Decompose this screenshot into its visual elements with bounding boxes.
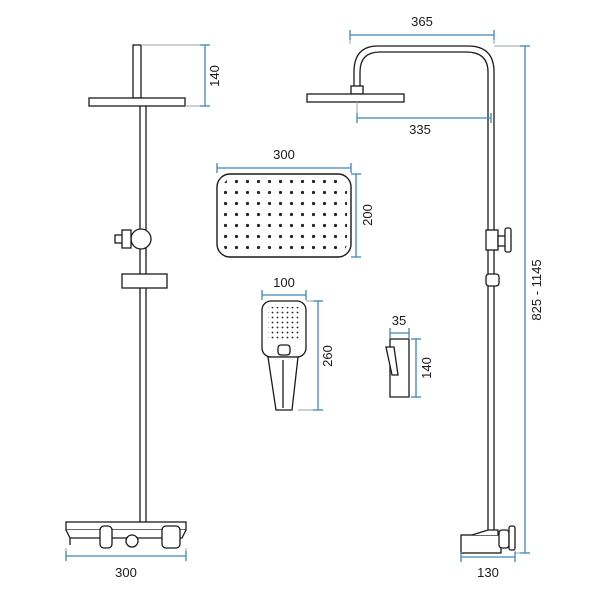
label-hand-width: 100 [273, 275, 295, 290]
dimension-side-base-depth: 130 [460, 550, 516, 580]
label-clip-height: 140 [419, 357, 434, 379]
dimension-front-base-width: 300 [65, 548, 187, 580]
dimension-side-total-height: 825 - 1145 [494, 45, 544, 554]
label-clip-width: 35 [392, 313, 406, 328]
dimension-side-arm-reach: 365 [349, 14, 495, 44]
rain-shower-head-icon [216, 173, 352, 258]
label-side-total-height: 825 - 1145 [529, 259, 544, 320]
hand-shower-icon [261, 300, 307, 411]
label-hand-length: 260 [320, 345, 335, 367]
dimension-hand-length: 260 [298, 300, 335, 411]
label-head-width: 300 [273, 147, 295, 162]
side-view [306, 45, 516, 554]
label-side-head-offset: 335 [409, 122, 431, 137]
label-front-head-height: 140 [207, 65, 222, 87]
dimension-hand-width: 100 [261, 275, 307, 300]
dimension-clip-width: 35 [389, 313, 410, 338]
wall-bracket-icon [385, 338, 410, 398]
front-view [65, 44, 187, 549]
label-side-base-depth: 130 [477, 565, 499, 580]
dimension-clip-height: 140 [411, 338, 434, 398]
label-side-arm-reach: 365 [411, 14, 433, 29]
label-front-base-width: 300 [115, 565, 137, 580]
dimension-side-head-offset: 335 [356, 102, 492, 137]
shower-column-front-icon [65, 44, 187, 549]
shower-column-side-icon [306, 45, 516, 554]
dimension-head-width: 300 [216, 147, 352, 173]
label-head-depth: 200 [360, 204, 375, 226]
dimension-head-depth: 200 [351, 173, 375, 258]
dimension-front-head-height: 140 [141, 44, 222, 107]
